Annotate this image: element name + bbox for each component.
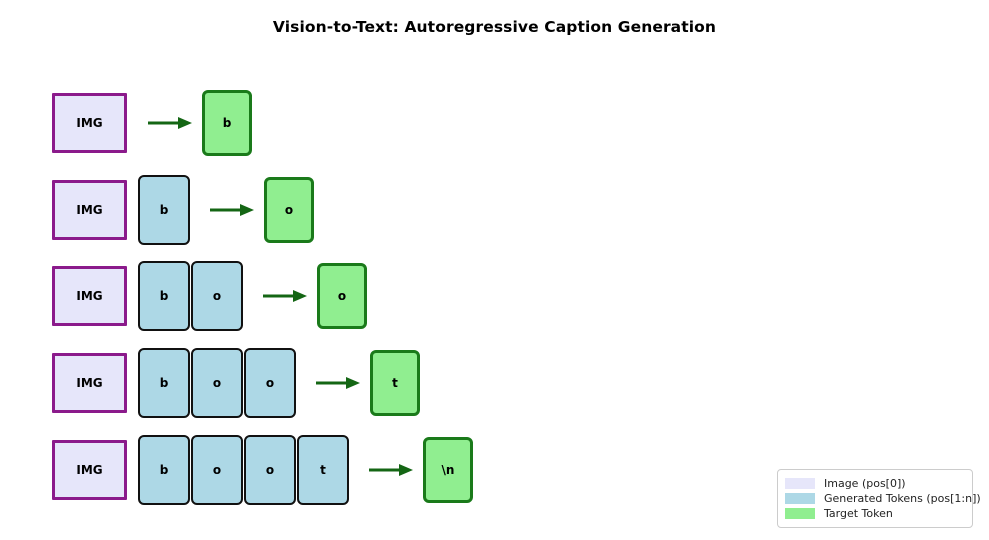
generated-token-box: b <box>138 261 190 331</box>
target-token-box: o <box>264 177 314 243</box>
generated-token-box: b <box>138 175 190 245</box>
target-token-box: b <box>202 90 252 156</box>
generated-token-box: o <box>244 348 296 418</box>
image-token-box: IMG <box>52 180 127 240</box>
legend-swatch-target <box>785 508 815 519</box>
legend: Image (pos[0]) Generated Tokens (pos[1:n]… <box>777 469 981 528</box>
generated-token-box: b <box>138 348 190 418</box>
image-token-box: IMG <box>52 440 127 500</box>
legend-label: Target Token <box>824 507 893 520</box>
generated-token-box: t <box>297 435 349 505</box>
generated-token-box: o <box>191 261 243 331</box>
target-token-box: t <box>370 350 420 416</box>
generated-token-box: b <box>138 435 190 505</box>
image-token-box: IMG <box>52 93 127 153</box>
generation-step-row: IMG b <box>0 85 989 161</box>
right-arrow-icon <box>148 115 192 131</box>
legend-item: Image (pos[0]) <box>785 476 964 491</box>
right-arrow-icon <box>210 202 254 218</box>
right-arrow-icon <box>369 462 413 478</box>
legend-swatch-tokens <box>785 493 815 504</box>
legend-item: Generated Tokens (pos[1:n]) <box>785 491 981 506</box>
page-title: Vision-to-Text: Autoregressive Caption G… <box>272 18 717 36</box>
target-token-box: o <box>317 263 367 329</box>
generated-token-box: o <box>191 435 243 505</box>
image-token-box: IMG <box>52 353 127 413</box>
image-token-box: IMG <box>52 266 127 326</box>
target-token-box: \n <box>423 437 473 503</box>
right-arrow-icon <box>263 288 307 304</box>
legend-label: Generated Tokens (pos[1:n]) <box>824 492 981 505</box>
generated-token-box: o <box>244 435 296 505</box>
legend-swatch-image <box>785 478 815 489</box>
legend-label: Image (pos[0]) <box>824 477 906 490</box>
right-arrow-icon <box>316 375 360 391</box>
generated-token-box: o <box>191 348 243 418</box>
legend-item: Target Token <box>785 506 964 521</box>
